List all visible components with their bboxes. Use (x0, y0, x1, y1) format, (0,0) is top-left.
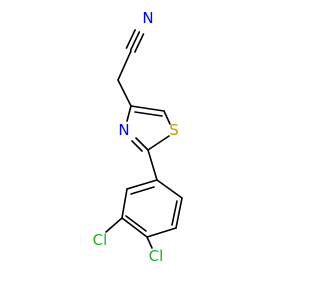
bond-ring-2-double (171, 200, 178, 226)
bond-s-c2 (147, 135, 170, 151)
bond-nitrile-triple-3 (125, 29, 136, 49)
bond-ring-6 (126, 179, 158, 190)
bond-c4-c5-double (134, 111, 163, 117)
bond-c4-c5 (130, 105, 165, 112)
bond-n3-c4 (126, 105, 132, 122)
bond-nitrile-ch2 (117, 50, 132, 81)
atom-label-thiazole-s: S (169, 121, 179, 139)
bond-ring-3 (146, 227, 177, 238)
bond-ring-4 (121, 217, 148, 238)
atom-label-nitrile-n: N (142, 9, 153, 27)
bond-ring-2 (175, 197, 183, 229)
atom-labels: N N S Cl Cl (93, 9, 179, 265)
atom-label-cl-4: Cl (149, 247, 164, 265)
bond-c2-n3 (135, 137, 149, 151)
bond-ring-6-double (130, 186, 155, 195)
bonds (105, 29, 183, 249)
atom-label-thiazole-n: N (118, 121, 129, 139)
bond-c4-cl (146, 236, 153, 249)
bond-c2-n3-double (131, 140, 143, 152)
bond-c3-cl (105, 217, 123, 233)
bond-c2-phenyl (147, 149, 158, 181)
atom-label-cl-3: Cl (93, 231, 108, 249)
bond-c5-s (163, 110, 171, 125)
bond-ring-1 (156, 179, 183, 199)
structure-canvas: N N S Cl Cl (93, 9, 183, 265)
bond-ring-5 (121, 188, 128, 219)
molecule-structure: N N S Cl Cl (93, 9, 183, 265)
bond-ring-4-double (125, 215, 147, 232)
bond-ch2-c4 (117, 79, 132, 107)
bond-nitrile-triple-1 (129, 31, 141, 51)
bond-nitrile-triple-2 (134, 33, 145, 53)
